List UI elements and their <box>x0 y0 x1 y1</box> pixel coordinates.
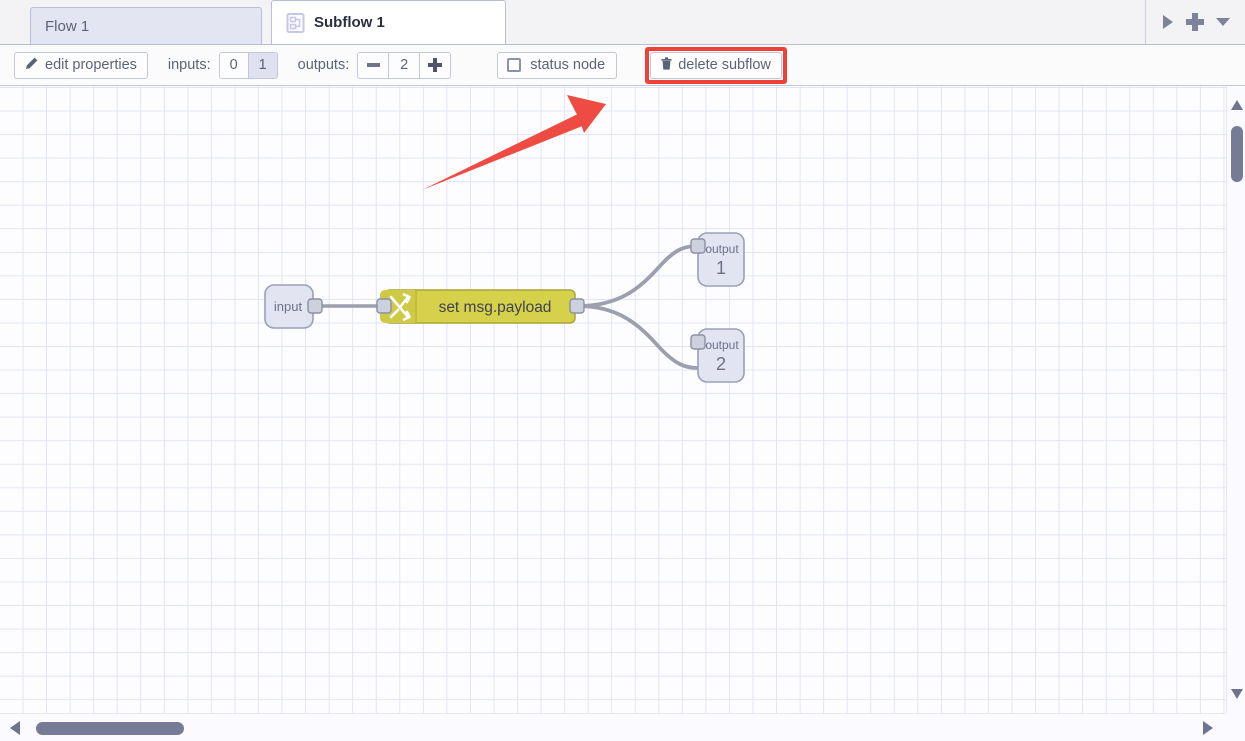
inputs-option-0[interactable]: 0 <box>219 52 249 78</box>
vertical-scrollbar[interactable] <box>1226 86 1245 713</box>
tab-flow-1-label: Flow 1 <box>45 17 90 35</box>
edit-properties-label: edit properties <box>45 57 137 73</box>
horizontal-scrollbar[interactable] <box>0 713 1245 741</box>
outputs-decrement-button[interactable] <box>358 52 390 78</box>
subflow-toolbar: edit properties inputs: 0 1 outputs: 2 s… <box>0 45 1245 86</box>
wire-change-to-output-2[interactable] <box>576 304 700 370</box>
status-node-toggle[interactable]: status node <box>497 51 618 79</box>
scrollbar-corner <box>1226 713 1245 741</box>
tab-bar-controls <box>1145 0 1245 44</box>
tab-list: Flow 1 Subflow 1 <box>0 0 1145 44</box>
triangle-up-icon[interactable] <box>1231 100 1243 110</box>
delete-subflow-highlight: delete subflow <box>645 46 787 84</box>
inputs-label: inputs: <box>167 57 211 73</box>
inputs-toggle-group[interactable]: 0 1 <box>218 51 278 79</box>
status-node-label: status node <box>530 57 606 73</box>
node-output-1-number: 1 <box>716 258 726 278</box>
triangle-right-icon[interactable] <box>1203 721 1213 735</box>
add-tab-button[interactable] <box>1184 11 1206 33</box>
node-change[interactable]: set msg.payload <box>376 289 585 324</box>
node-change-label: set msg.payload <box>439 299 552 316</box>
flow-canvas[interactable]: input set msg.payload output 1 <box>0 86 1226 713</box>
node-subflow-input[interactable]: input <box>264 284 323 329</box>
tab-subflow-1-label: Subflow 1 <box>314 14 385 31</box>
triangle-left-icon[interactable] <box>10 721 20 735</box>
tab-subflow-1[interactable]: Subflow 1 <box>271 0 506 44</box>
tab-bar: Flow 1 Subflow 1 <box>0 0 1245 45</box>
subflow-icon <box>286 12 305 33</box>
change-node-icon <box>389 293 411 321</box>
canvas-grid <box>0 86 1226 713</box>
chevron-down-icon <box>1216 18 1231 26</box>
wire-change-to-output-1[interactable] <box>576 244 700 308</box>
node-input-label: input <box>274 299 303 314</box>
outputs-increment-button[interactable] <box>420 52 451 78</box>
scroll-tabs-right-button[interactable] <box>1157 11 1179 33</box>
canvas-nodes-layer: input set msg.payload output 1 <box>264 95 745 383</box>
tab-flow-1[interactable]: Flow 1 <box>30 7 262 44</box>
delete-subflow-button[interactable]: delete subflow <box>650 51 782 79</box>
triangle-right-icon <box>1162 15 1173 29</box>
minus-icon <box>366 63 380 67</box>
outputs-label: outputs: <box>297 57 350 73</box>
vertical-scrollbar-thumb[interactable] <box>1231 126 1243 182</box>
annotation-arrow <box>422 95 606 190</box>
port-output-2-input[interactable] <box>690 334 706 350</box>
status-node-checkbox[interactable] <box>507 58 522 72</box>
pencil-icon <box>25 57 38 74</box>
node-output-1-label: output <box>705 242 739 256</box>
triangle-down-icon[interactable] <box>1231 689 1243 699</box>
edit-properties-button[interactable]: edit properties <box>14 51 148 79</box>
port-output-1-input[interactable] <box>690 238 706 254</box>
outputs-value: 2 <box>389 52 421 78</box>
port-change-output[interactable] <box>569 298 585 314</box>
horizontal-scrollbar-thumb[interactable] <box>36 722 184 735</box>
tab-menu-button[interactable] <box>1212 11 1234 33</box>
plus-icon <box>1186 13 1205 31</box>
node-subflow-output-2[interactable]: output 2 <box>690 328 745 383</box>
node-output-2-number: 2 <box>716 354 726 374</box>
delete-subflow-label: delete subflow <box>678 57 771 73</box>
port-change-input[interactable] <box>376 298 392 314</box>
port-input-output[interactable] <box>307 298 323 314</box>
plus-icon <box>428 58 443 72</box>
node-subflow-output-1[interactable]: output 1 <box>690 232 745 287</box>
outputs-stepper[interactable]: 2 <box>357 51 452 79</box>
inputs-option-1[interactable]: 1 <box>248 52 277 78</box>
trash-icon <box>661 56 672 74</box>
node-output-2-label: output <box>705 338 739 352</box>
